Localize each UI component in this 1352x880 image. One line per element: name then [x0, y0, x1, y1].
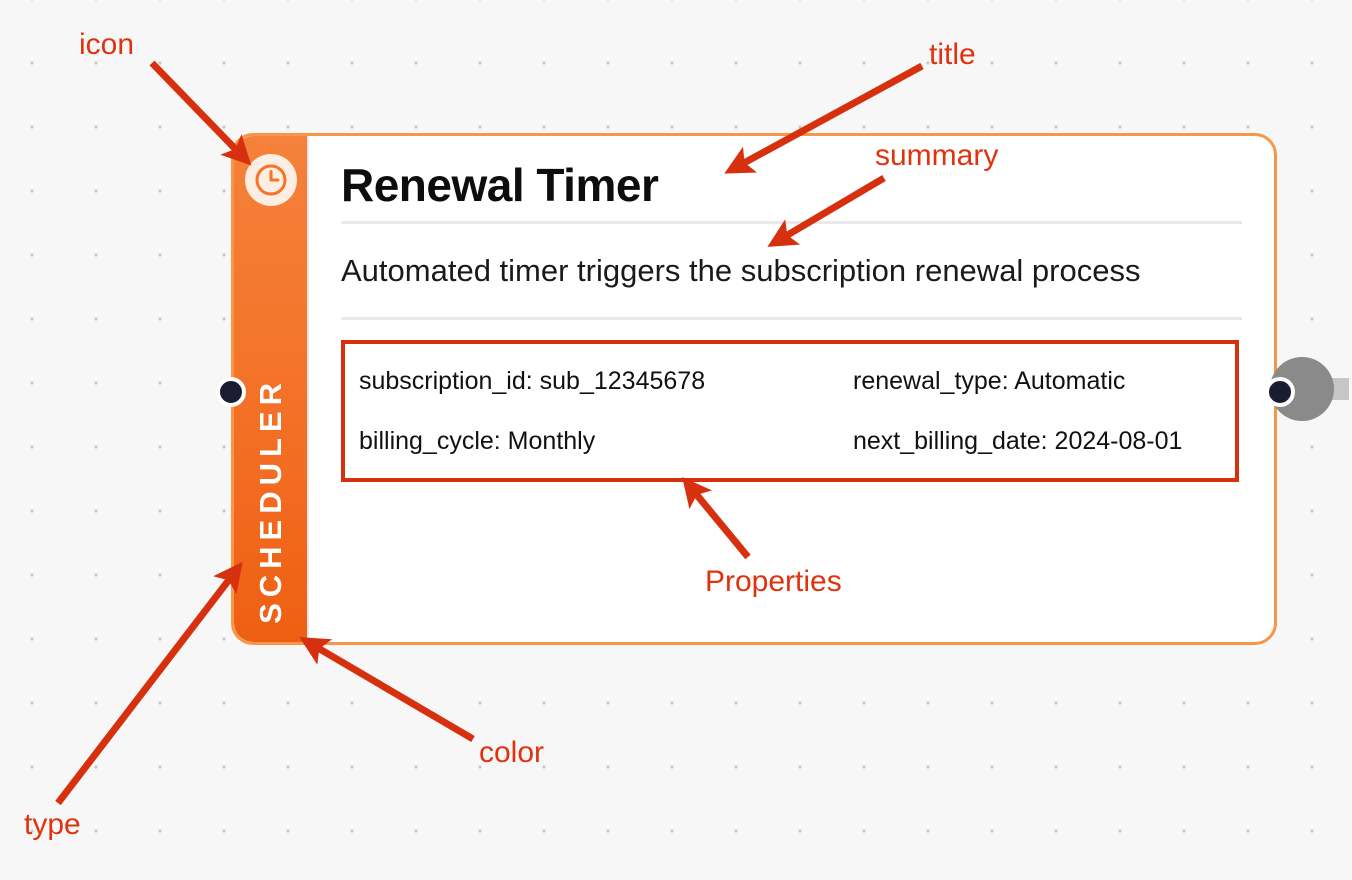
arrow-color [299, 637, 475, 743]
property-item: subscription_id: sub_12345678 [359, 366, 706, 395]
annotation-label-icon: icon [79, 28, 135, 61]
annotation-label-color: color [479, 736, 545, 769]
property-item: renewal_type: Automatic [853, 366, 1126, 395]
property-item: next_billing_date: 2024-08-01 [853, 426, 1183, 455]
arrow-type [55, 561, 243, 806]
clock-icon [244, 154, 297, 206]
properties-grid: subscription_id: sub_12345678 renewal_ty… [359, 366, 1219, 456]
node-body: Renewal Timer Automated timer triggers t… [309, 136, 1274, 642]
input-port[interactable] [216, 377, 246, 407]
node-title: Renewal Timer [341, 159, 659, 211]
divider-summary [341, 316, 1242, 320]
node-type-label: SCHEDULER [253, 377, 288, 624]
scheduler-node-card[interactable]: SCHEDULER Renewal Timer Automated timer … [231, 133, 1277, 645]
node-type-bar: SCHEDULER [234, 136, 309, 642]
node-summary: Automated timer triggers the subscriptio… [341, 253, 1141, 289]
output-port[interactable] [1265, 377, 1295, 407]
property-item: billing_cycle: Monthly [359, 426, 596, 455]
annotation-label-type: type [24, 808, 81, 841]
annotation-label-title: title [929, 38, 976, 71]
node-properties-panel: subscription_id: sub_12345678 renewal_ty… [341, 339, 1239, 482]
